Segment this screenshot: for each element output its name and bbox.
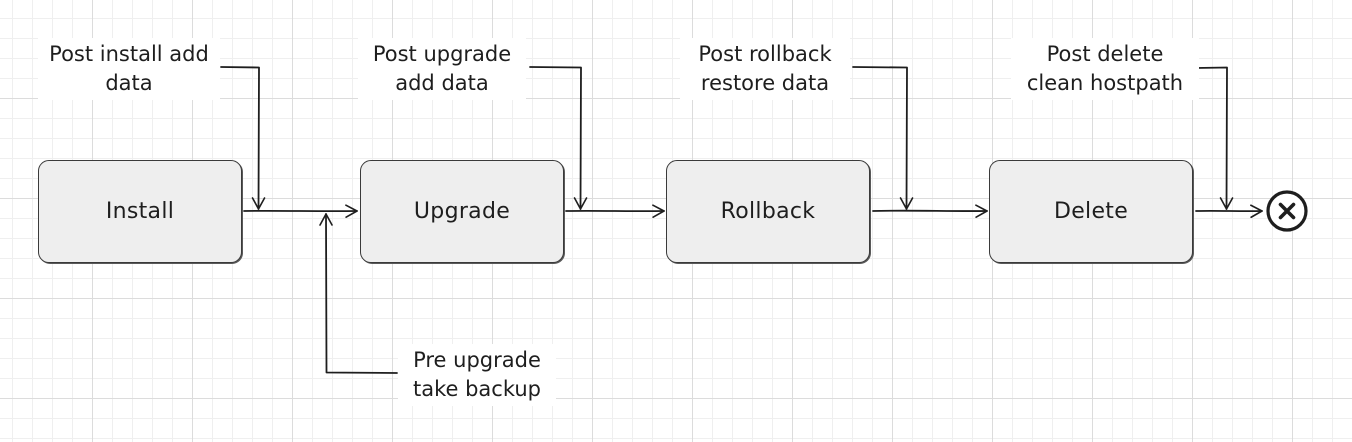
hook-note-post-rollback-line2: restore data bbox=[700, 71, 830, 95]
stage-delete[interactable]: Delete bbox=[989, 160, 1193, 263]
hook-note-pre-upgrade: Pre upgrade take backup bbox=[398, 344, 556, 406]
hook-note-post-install-line2: data bbox=[105, 71, 153, 95]
stage-rollback[interactable]: Rollback bbox=[666, 160, 870, 263]
hook-note-post-delete-line2: clean hostpath bbox=[1026, 71, 1184, 95]
hook-arrow-pre-upgrade bbox=[319, 213, 398, 374]
stage-upgrade-label: Upgrade bbox=[413, 199, 511, 224]
hook-arrow-post-upgrade bbox=[529, 66, 588, 210]
hook-note-post-rollback-line1: Post rollback bbox=[698, 42, 832, 66]
hook-arrow-post-install bbox=[220, 66, 266, 210]
hook-note-post-upgrade-line2: add data bbox=[395, 71, 489, 95]
stage-install-label: Install bbox=[105, 199, 175, 224]
hook-note-post-upgrade: Post upgrade add data bbox=[358, 38, 526, 100]
hook-note-pre-upgrade-line1: Pre upgrade bbox=[413, 348, 541, 372]
stage-delete-label: Delete bbox=[1053, 199, 1129, 224]
hook-arrow-post-delete bbox=[1195, 66, 1234, 210]
hook-note-post-delete-line1: Post delete bbox=[1046, 42, 1164, 66]
stage-upgrade[interactable]: Upgrade bbox=[360, 160, 564, 263]
hook-arrow-post-rollback bbox=[852, 66, 914, 210]
hook-note-pre-upgrade-line2: take backup bbox=[412, 377, 541, 401]
hook-note-post-install-line1: Post install add bbox=[49, 42, 209, 66]
hook-note-post-upgrade-line1: Post upgrade bbox=[372, 42, 512, 66]
hook-note-post-rollback: Post rollback restore data bbox=[680, 38, 850, 100]
close-circle-icon[interactable] bbox=[1264, 188, 1310, 234]
stage-rollback-label: Rollback bbox=[720, 199, 816, 224]
hook-note-post-delete: Post delete clean hostpath bbox=[1011, 38, 1199, 100]
stage-install[interactable]: Install bbox=[38, 160, 242, 263]
hook-note-post-install: Post install add data bbox=[38, 38, 220, 100]
